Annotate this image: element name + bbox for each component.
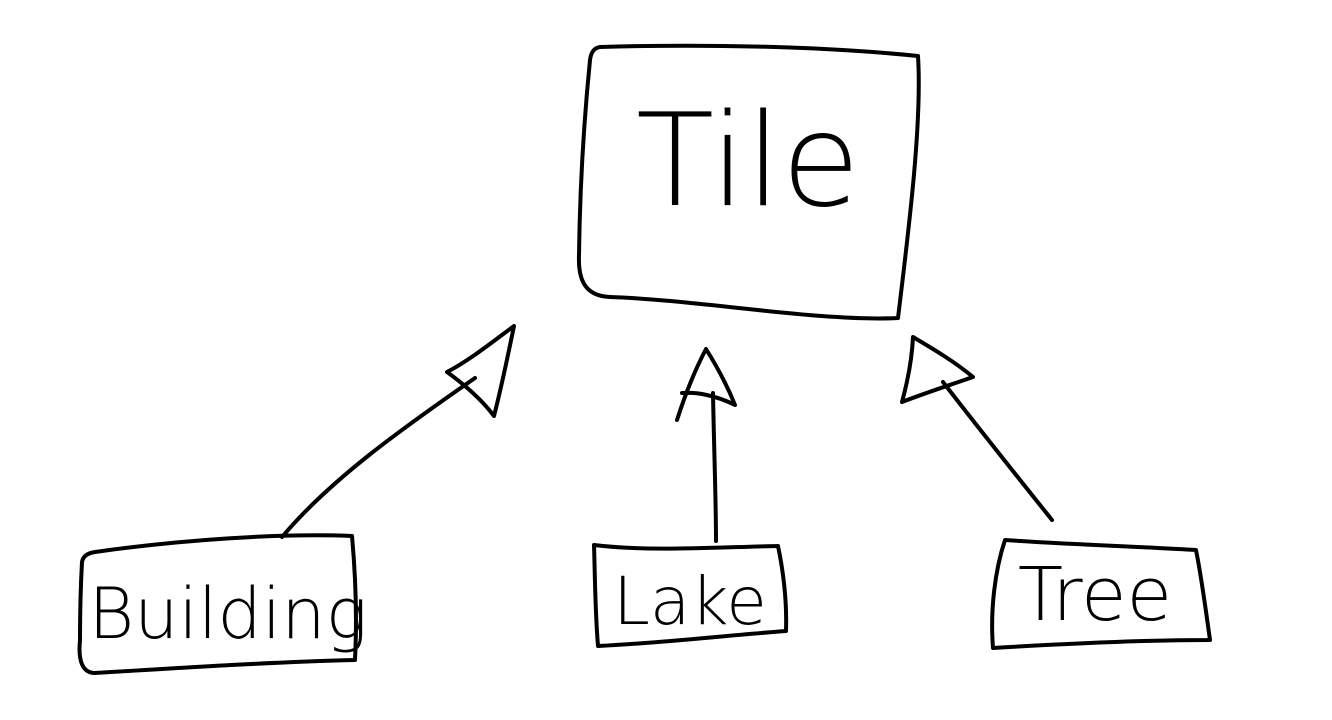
hollow-arrowhead — [445, 324, 516, 418]
lake-class-node: Lake — [592, 543, 789, 648]
building-label: Building — [88, 573, 367, 655]
connector-line — [941, 380, 1054, 522]
tree-box — [990, 538, 1212, 650]
hollow-arrowhead — [675, 347, 737, 422]
tree-class-node: Tree — [990, 538, 1212, 650]
hollow-arrowhead — [900, 335, 975, 404]
connector-line — [711, 391, 718, 543]
tree-label: Tree — [1018, 552, 1172, 638]
tile-label: Tile — [636, 87, 860, 236]
building-class-node: Building — [77, 533, 368, 675]
tile-box — [576, 43, 921, 321]
lake-label: Lake — [613, 563, 767, 640]
connector-line — [280, 376, 477, 539]
tile-class-node: Tile — [576, 43, 921, 321]
inheritance-arrow-building — [280, 324, 516, 539]
inheritance-arrow-lake — [675, 347, 737, 543]
building-box — [77, 533, 358, 675]
inheritance-arrow-tree — [900, 335, 1054, 522]
lake-box — [592, 543, 789, 648]
